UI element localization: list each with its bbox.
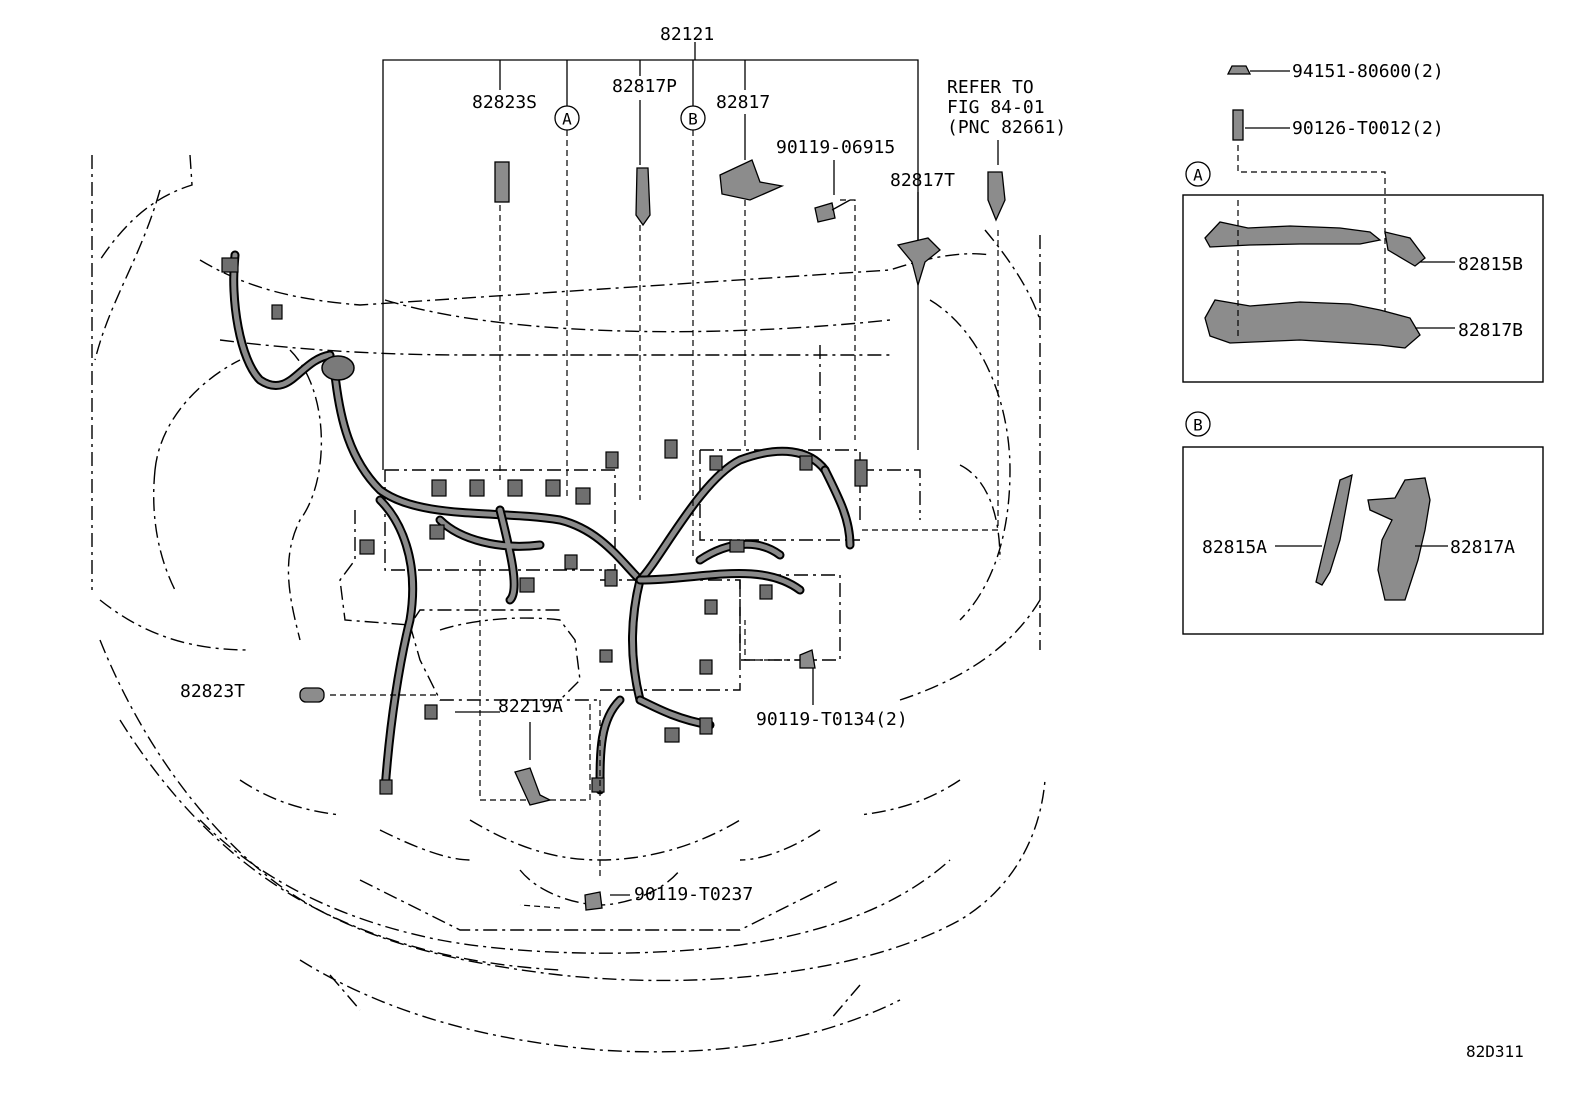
part-82817B-shape	[1204, 299, 1421, 349]
label-82817T: 82817T	[890, 170, 955, 191]
stud-icon	[1232, 109, 1244, 141]
label-main-part: 82121	[660, 24, 714, 45]
main-part-bracket	[382, 42, 919, 470]
label-82817: 82817	[716, 92, 770, 113]
label-82219A: 82219A	[498, 696, 563, 717]
detail-a-panel: 94151-80600(2) 90126-T0012(2) A 82815B 8…	[1182, 61, 1544, 383]
callout-a-letter: A	[562, 110, 572, 129]
callout-a: A	[554, 105, 580, 131]
label-82817B: 82817B	[1458, 320, 1523, 341]
detail-a-marker: A	[1193, 166, 1203, 185]
callout-b: B	[680, 105, 706, 131]
reference-part-82661	[987, 171, 1006, 222]
figure-code: 82D311	[1466, 1042, 1524, 1061]
part-82815B-shape	[1204, 221, 1382, 248]
label-82815A: 82815A	[1202, 537, 1267, 558]
label-82823S: 82823S	[472, 92, 537, 113]
part-82817T-clamp	[896, 237, 941, 288]
part-82817-bracket	[719, 159, 785, 201]
refer-note-line1: REFER TO	[947, 77, 1034, 98]
label-82823T: 82823T	[180, 681, 245, 702]
label-82815B: 82815B	[1458, 254, 1523, 275]
engine-wire-harness	[221, 250, 868, 795]
main-labels: 82121 82823S 82817P 82817 90119-06915 82…	[180, 24, 1066, 905]
vehicle-body-outline	[91, 154, 1046, 1053]
nut-icon	[1226, 65, 1252, 75]
callout-b-letter: B	[688, 110, 698, 129]
part-82815A-shape	[1315, 473, 1353, 586]
label-90126-T0012: 90126-T0012(2)	[1292, 118, 1444, 139]
refer-note-line2: FIG 84-01	[947, 97, 1045, 118]
part-82817P-clamp	[635, 167, 651, 227]
part-82817A-shape	[1367, 477, 1431, 601]
detail-b-panel: B 82815A 82817A	[1182, 411, 1544, 635]
bolt-90119-06915	[814, 202, 836, 223]
detail-b-marker: B	[1193, 416, 1203, 435]
part-82823T-cap	[299, 687, 325, 703]
small-parts	[299, 159, 1006, 911]
part-82219A-sensor	[514, 767, 552, 806]
bolt-90119-T0134	[799, 649, 816, 669]
bolt-90119-T0237	[584, 891, 603, 911]
detail-b-frame	[1182, 446, 1544, 635]
label-90119-T0237: 90119-T0237	[634, 884, 753, 905]
refer-note-line3: (PNC 82661)	[947, 117, 1066, 138]
label-90119-T0134: 90119-T0134(2)	[756, 709, 908, 730]
label-90119-06915: 90119-06915	[776, 137, 895, 158]
detail-a-frame	[1182, 194, 1544, 383]
part-82823S-clip	[494, 161, 510, 203]
leader-lines	[330, 100, 999, 909]
label-82817A: 82817A	[1450, 537, 1515, 558]
label-94151-80600: 94151-80600(2)	[1292, 61, 1444, 82]
label-82817P: 82817P	[612, 76, 677, 97]
